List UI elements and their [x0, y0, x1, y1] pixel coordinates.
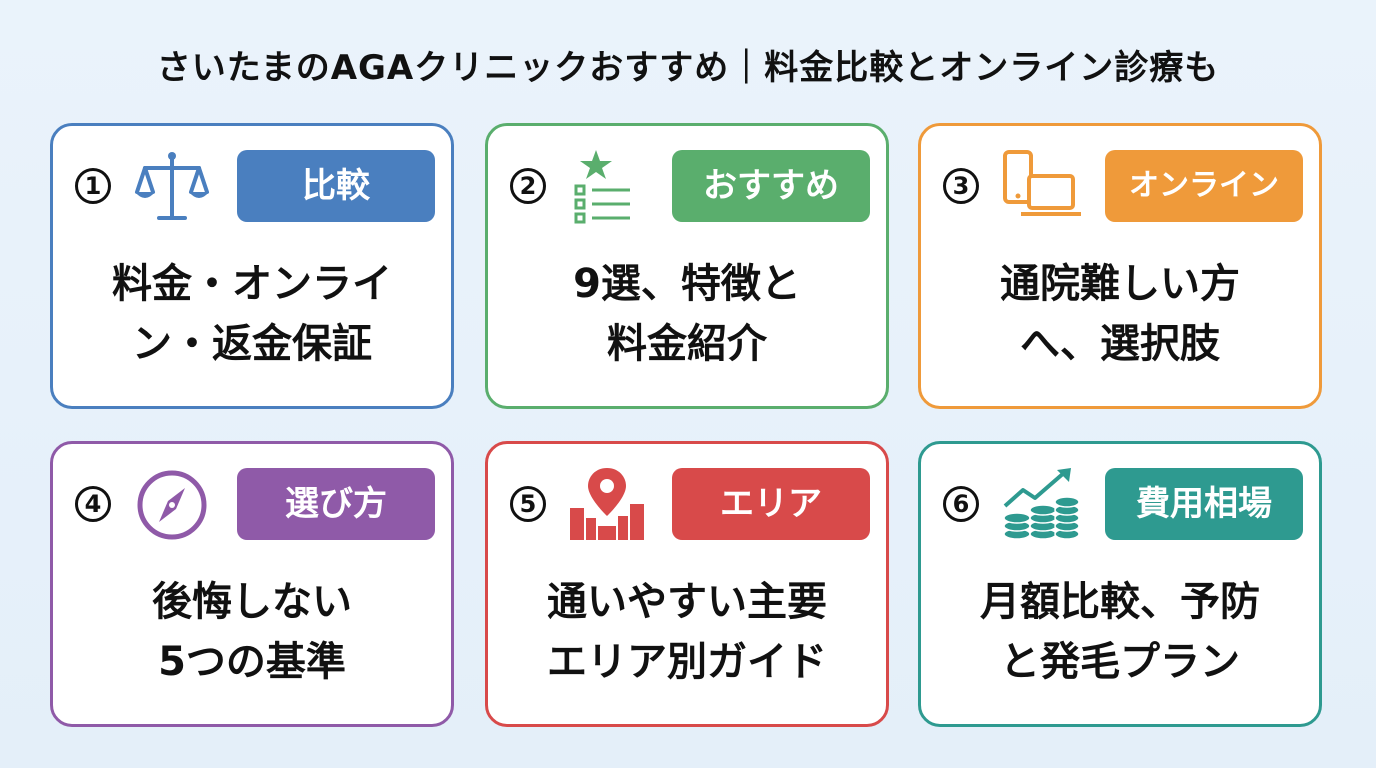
card-description: 後悔しない 5つの基準 — [53, 572, 451, 692]
card-online: 3 オンライン 通院難しい方 へ、選択肢 — [918, 123, 1322, 409]
page-title: さいたまのAGAクリニックおすすめ｜料金比較とオンライン診療も — [156, 48, 1220, 88]
coins-growth-icon — [1003, 468, 1080, 540]
badge-label: 費用相場 — [1105, 468, 1303, 540]
badge-label: おすすめ — [672, 150, 870, 222]
card-description: 料金・オンライ ン・返金保証 — [53, 254, 451, 374]
badge-label: 比較 — [237, 150, 435, 222]
compass-icon — [137, 470, 207, 540]
description-line: 料金・オンライ — [112, 261, 392, 307]
map-pin-city-icon — [570, 468, 644, 540]
description-line: 通院難しい方 — [1000, 261, 1240, 307]
number-badge: 1 — [75, 168, 111, 204]
card-recommendation: 2 おすすめ 9選、特徴と 料金紹介 — [485, 123, 889, 409]
scale-icon — [135, 152, 209, 220]
card-comparison: 1 比較 料金・オンライ ン・返金保証 — [50, 123, 454, 409]
description-line: 9選、特徴と — [573, 261, 801, 307]
description-line: ン・返金保証 — [132, 321, 372, 367]
badge-label: 選び方 — [237, 468, 435, 540]
number-badge: 5 — [510, 486, 546, 522]
card-area: 5 エリア 通いやすい主要 エリア別ガイド — [485, 441, 889, 727]
phone-laptop-icon — [1003, 150, 1081, 216]
card-description: 通院難しい方 へ、選択肢 — [921, 254, 1319, 374]
card-description: 9選、特徴と 料金紹介 — [488, 254, 886, 374]
number-badge: 2 — [510, 168, 546, 204]
number-badge: 6 — [943, 486, 979, 522]
description-line: 月額比較、予防 — [980, 579, 1260, 625]
card-description: 月額比較、予防 と発毛プラン — [921, 572, 1319, 692]
star-checklist-icon — [574, 150, 630, 224]
card-how-to-choose: 4 選び方 後悔しない 5つの基準 — [50, 441, 454, 727]
badge-label: エリア — [672, 468, 870, 540]
description-line: エリア別ガイド — [547, 639, 827, 685]
description-line: 後悔しない — [152, 579, 352, 625]
description-line: へ、選択肢 — [1020, 321, 1220, 367]
badge-label: オンライン — [1105, 150, 1303, 222]
number-badge: 3 — [943, 168, 979, 204]
number-badge: 4 — [75, 486, 111, 522]
description-line: 5つの基準 — [158, 639, 346, 685]
description-line: 通いやすい主要 — [547, 579, 827, 625]
description-line: 料金紹介 — [607, 321, 767, 367]
description-line: と発毛プラン — [1000, 639, 1240, 685]
card-description: 通いやすい主要 エリア別ガイド — [488, 572, 886, 692]
card-cost-guide: 6 費用相場 月額比較、予防 と発毛プラン — [918, 441, 1322, 727]
